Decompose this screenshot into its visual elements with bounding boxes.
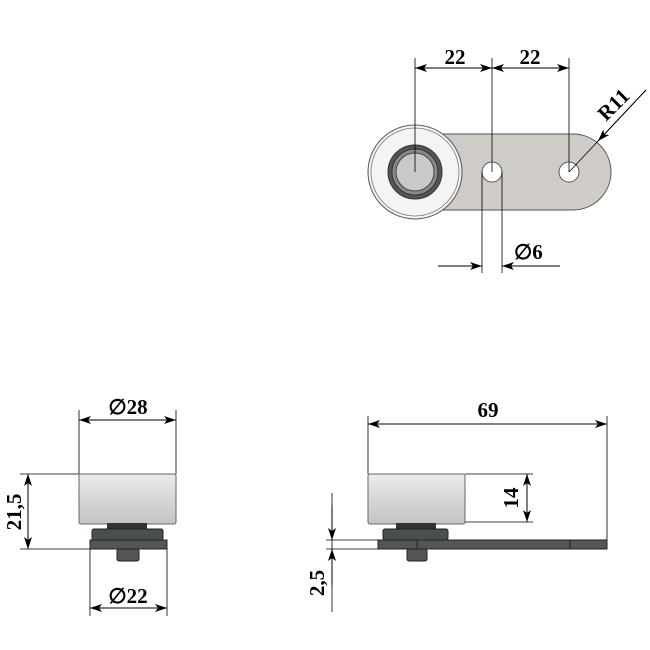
- bearing-body: [367, 473, 466, 525]
- dim-22-left: 22: [445, 45, 466, 69]
- dim-length-69: 69: [478, 398, 499, 422]
- dim-22-right: 22: [520, 45, 541, 69]
- side-view-right: 69 14 2,5: [305, 398, 608, 612]
- side-view-left: ∅28 21,5 ∅22: [2, 395, 177, 616]
- dim-thickness-2-5: 2,5: [305, 570, 329, 596]
- top-view: 22 22 R11 ∅6: [367, 45, 647, 273]
- washer: [382, 528, 449, 541]
- dim-height-21-5: 21,5: [2, 494, 26, 531]
- dim-hole-diameter: ∅6: [514, 240, 543, 264]
- arm-plate: [414, 133, 612, 211]
- washer: [91, 528, 164, 541]
- dim-height-14: 14: [499, 487, 523, 509]
- dim-r11: R11: [593, 84, 635, 126]
- bearing-body: [78, 473, 177, 525]
- dim-diameter-22: ∅22: [108, 584, 147, 608]
- arm-plate-edge: [377, 539, 608, 550]
- plate-edge: [89, 539, 168, 550]
- stud: [116, 548, 140, 562]
- stud: [406, 548, 428, 562]
- dim-diameter-28: ∅28: [108, 395, 147, 419]
